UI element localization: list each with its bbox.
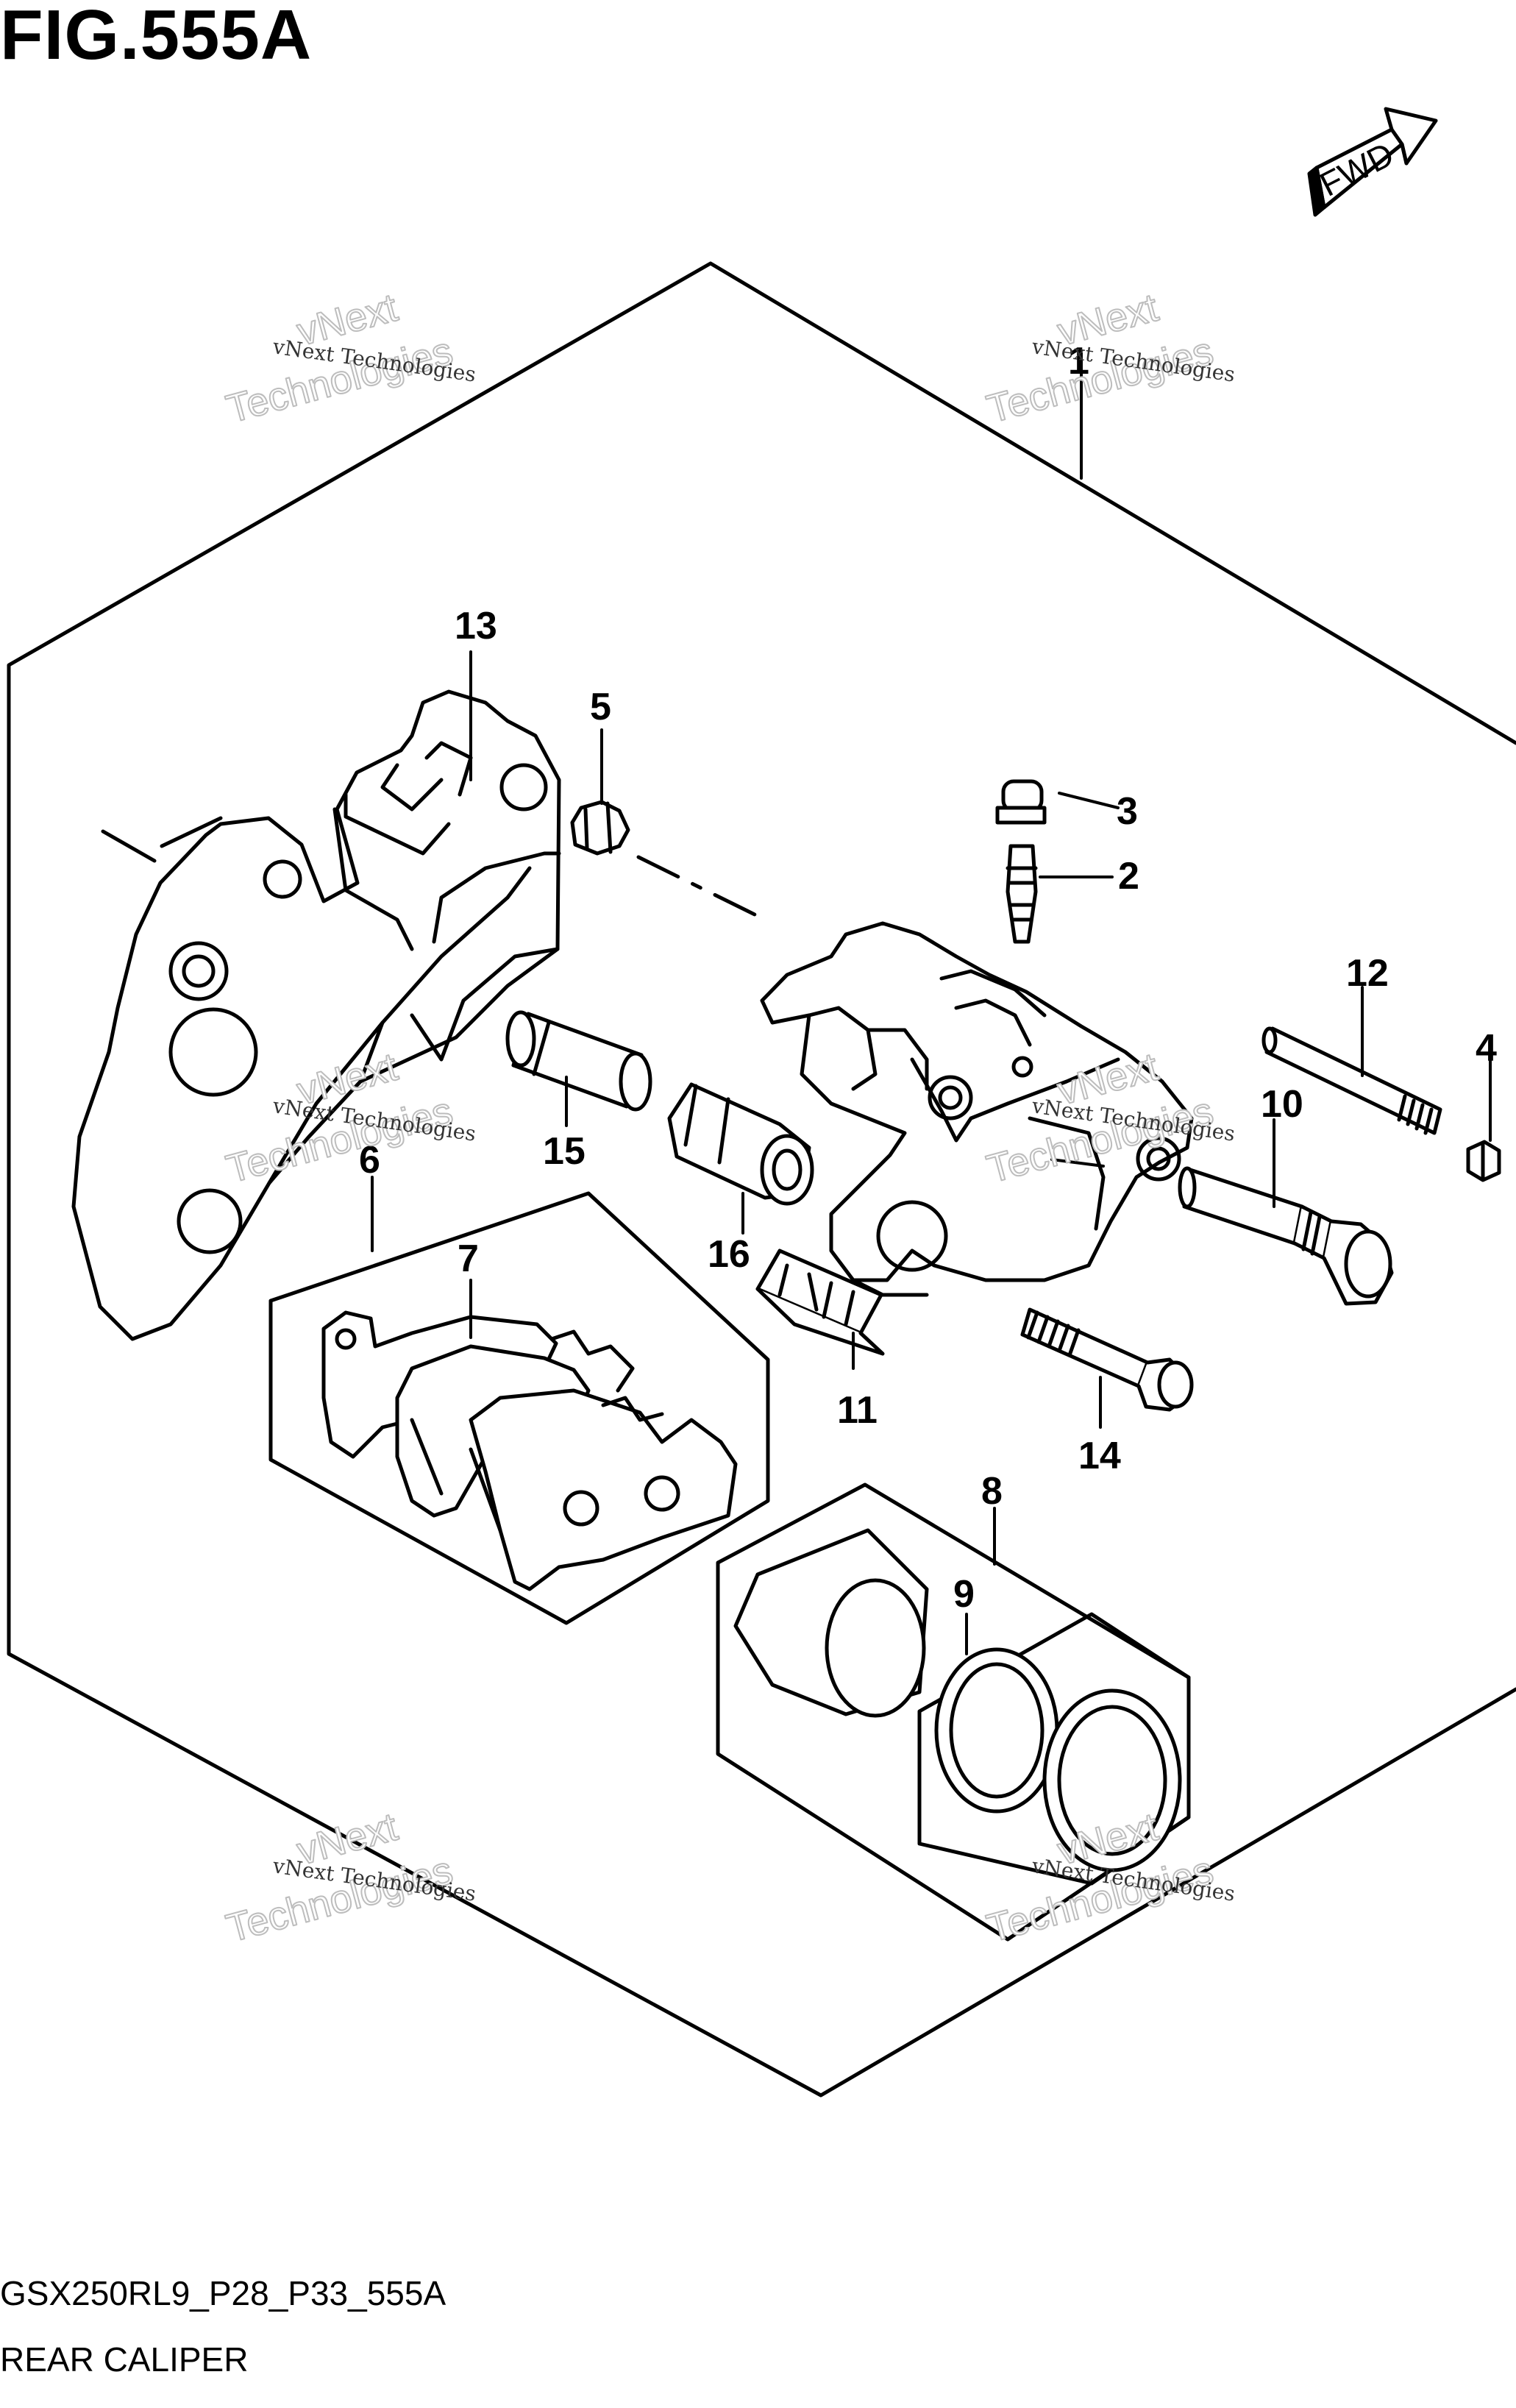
part-14-bolt (1020, 1307, 1194, 1412)
watermark-top-right: vNext Technologies vNext Technologies (982, 285, 1236, 433)
callout-14: 14 (1078, 1435, 1121, 1477)
part-16-boot (667, 1082, 814, 1206)
piston-seal (934, 1647, 1059, 1814)
piston (733, 1528, 929, 1718)
part-15-sleeve (505, 1010, 652, 1112)
callout-10: 10 (1261, 1083, 1303, 1126)
fwd-arrow-icon: FWD (1307, 107, 1438, 217)
callout-5: 5 (590, 686, 611, 728)
figure-title: FIG.555A (0, 0, 313, 74)
callout-8: 8 (981, 1470, 1003, 1513)
part-13-caliper-bracket (71, 689, 561, 1341)
callout-7: 7 (458, 1237, 479, 1280)
drawing-name: REAR CALIPER (0, 2340, 249, 2379)
part-2-bleeder-valve (1006, 844, 1038, 944)
leader-lines (371, 352, 1492, 1655)
callout-4: 4 (1476, 1027, 1497, 1070)
part-6-pad-set-outline (268, 1191, 770, 1625)
part-3-bleeder-cap (995, 779, 1047, 825)
watermark-top-left: vNext Technologies vNext Technologies (221, 285, 477, 433)
callout-12: 12 (1346, 952, 1389, 995)
callout-2: 2 (1118, 855, 1139, 898)
caliper-body (760, 921, 1194, 1297)
watermark-bottom-left: vNext Technologies vNext Technologies (221, 1804, 477, 1952)
callout-9: 9 (953, 1573, 975, 1616)
part-11-pad-spring (755, 1249, 885, 1356)
part-4-nut (1466, 1140, 1501, 1182)
callout-6: 6 (359, 1139, 380, 1182)
callout-15: 15 (543, 1130, 586, 1173)
part-7-brake-pads (321, 1310, 738, 1591)
part-12-pin (1261, 1026, 1442, 1135)
callout-13: 13 (455, 605, 497, 647)
callout-labels: 1 2 3 4 5 6 7 8 9 10 11 12 13 14 15 16 (359, 340, 1497, 1616)
callout-3: 3 (1117, 790, 1138, 833)
callout-1: 1 (1068, 340, 1089, 383)
dust-seal (1042, 1688, 1182, 1872)
callout-11: 11 (837, 1389, 878, 1432)
part-9-seal-set-outline (917, 1612, 1191, 1886)
drawing-code: GSX250RL9_P28_P33_555A (0, 2274, 446, 2312)
assembly-axis-line (636, 855, 760, 918)
fwd-label: FWD (1314, 135, 1400, 204)
watermark-bottom-right: vNext Technologies vNext Technologies (982, 1804, 1236, 1952)
callout-16: 16 (708, 1233, 750, 1276)
caliper-assembly-outline (7, 261, 1516, 2098)
part-10-slide-bolt (1178, 1166, 1394, 1306)
part-5-boot (570, 800, 630, 856)
